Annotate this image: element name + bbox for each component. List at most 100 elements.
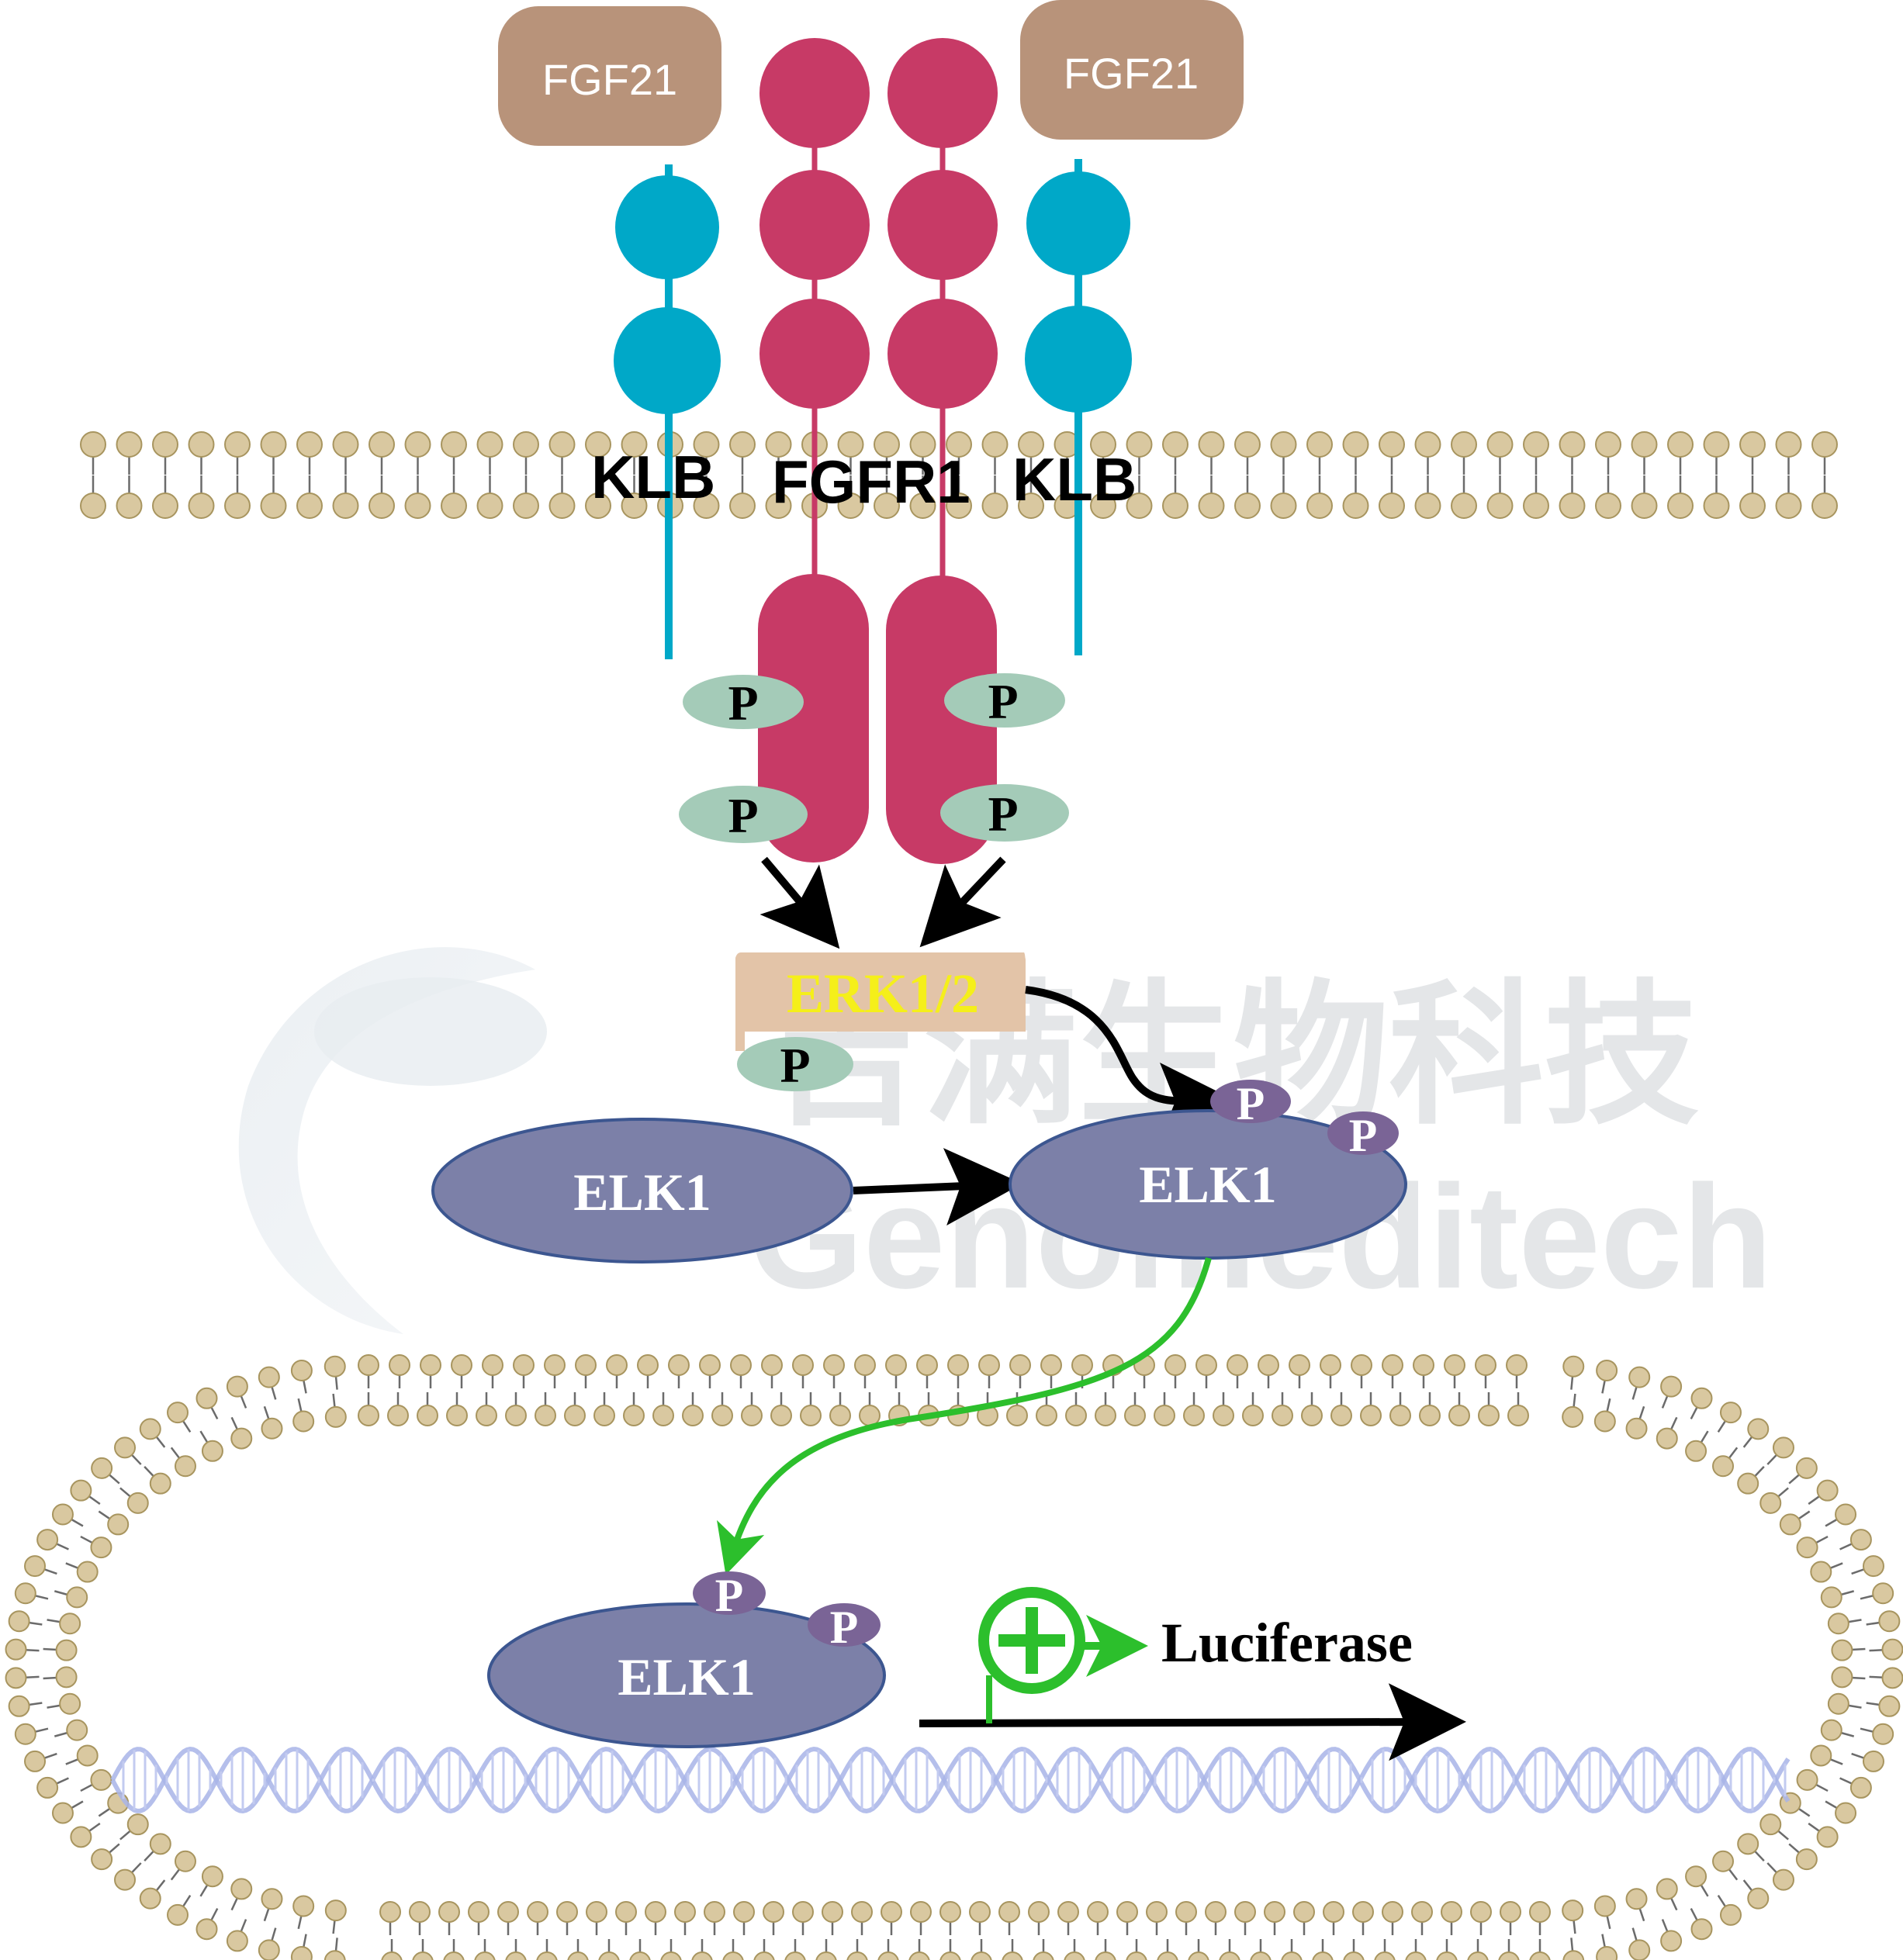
lipid-head — [1040, 1354, 1062, 1376]
lipid-head — [544, 1354, 566, 1376]
erk-phospho-label: P — [780, 1038, 810, 1093]
lipid-head — [379, 1901, 401, 1923]
lipid-head — [1071, 1354, 1093, 1376]
lipid-head — [324, 1355, 346, 1378]
phospho-label: P — [830, 1602, 859, 1653]
lipid-head — [909, 431, 936, 458]
lipid-head — [606, 1354, 628, 1376]
lipid-head — [1596, 1946, 1618, 1960]
luciferase-reporter: Luciferase — [919, 1587, 1466, 1761]
lipid-head — [114, 1436, 137, 1459]
lipid-head — [188, 431, 215, 458]
fgfr1-label: FGFR1 — [772, 448, 971, 516]
plasma-membrane — [80, 431, 1838, 519]
lipid-head — [1811, 431, 1838, 458]
lipid-head — [230, 1427, 253, 1450]
lipid-head — [324, 1405, 347, 1428]
lipid-head — [1775, 493, 1802, 519]
lipid-head — [1342, 493, 1369, 519]
lipid-head — [260, 431, 287, 458]
lipid-head — [763, 1901, 784, 1923]
lipid-head — [55, 1639, 78, 1661]
lipid-head — [660, 1951, 682, 1960]
lipid-head — [1411, 1901, 1433, 1923]
lipid-head — [909, 493, 936, 519]
lipid-head — [729, 493, 756, 519]
lipid-head — [586, 1901, 607, 1923]
lipid-head — [476, 1405, 497, 1426]
lipid-head — [1213, 1405, 1234, 1426]
lipid-head — [224, 493, 251, 519]
lipid-head — [1690, 1918, 1713, 1941]
arrow-fgfr1-to-erk-right — [919, 856, 1006, 948]
lipid-head — [1811, 493, 1838, 519]
lipid-head — [1827, 1692, 1849, 1715]
lipid-head — [482, 1354, 503, 1376]
lipid-head — [174, 1455, 196, 1478]
lipid-head — [149, 1472, 171, 1495]
lipid-head — [1064, 1951, 1085, 1960]
lipid-head — [1198, 431, 1225, 458]
lipid-head — [1835, 1802, 1857, 1824]
dna-strand-b — [110, 1746, 1791, 1814]
lipid-head — [1448, 1405, 1470, 1426]
lipid-head — [36, 1529, 59, 1551]
lipid-head — [76, 1561, 99, 1583]
lipid-head — [24, 1555, 47, 1578]
svg-text:P: P — [728, 788, 758, 843]
lipid-head — [1157, 1951, 1178, 1960]
lipid-head — [527, 1901, 548, 1923]
lipid-head — [296, 431, 323, 458]
lipid-head — [1036, 1405, 1057, 1426]
elk1-nuclear: ELK1 P P — [487, 1570, 886, 1748]
lipid-head — [513, 1354, 535, 1376]
lipid-head — [1289, 1354, 1310, 1376]
lipid-head — [784, 1951, 806, 1960]
arrow-elk1-activation — [853, 1148, 1022, 1226]
lipid-head — [167, 1402, 189, 1424]
lipid-head — [441, 493, 467, 519]
lipid-head — [1451, 493, 1477, 519]
lipid-head — [230, 1878, 253, 1900]
lipid-head — [126, 1492, 149, 1514]
elk1-activated-label: ELK1 — [1139, 1155, 1277, 1214]
lipid-head — [1719, 1903, 1742, 1926]
lipid-head — [765, 493, 792, 519]
lipid-head — [90, 1768, 112, 1791]
lipid-head — [1772, 1868, 1794, 1891]
dna-helix — [110, 1746, 1791, 1814]
lipid-head — [420, 1354, 441, 1376]
lipid-head — [1562, 1900, 1584, 1922]
lipid-head — [637, 1354, 659, 1376]
lipid-head — [854, 1354, 876, 1376]
lipid-head — [1498, 1951, 1520, 1960]
luciferase-label: Luciferase — [1161, 1612, 1413, 1674]
lipid-head — [332, 431, 359, 458]
lipid-head — [829, 1405, 851, 1426]
fgf21-left-label: FGF21 — [542, 55, 677, 104]
lipid-head — [881, 1901, 902, 1923]
lipid-head — [358, 1354, 379, 1376]
lipid-head — [66, 1586, 88, 1609]
lipid-head — [152, 431, 178, 458]
lipid-head — [1562, 1405, 1584, 1428]
lipid-head — [1057, 1901, 1079, 1923]
lipid-head — [36, 1776, 59, 1799]
lipid-head — [1451, 431, 1477, 458]
lipid-head — [548, 493, 576, 519]
lipid-head — [851, 1901, 873, 1923]
lipid-head — [1270, 431, 1297, 458]
lipid-head — [947, 1354, 969, 1376]
lipid-head — [1126, 1951, 1147, 1960]
lipid-head — [1529, 1901, 1551, 1923]
lipid-head — [1154, 1405, 1175, 1426]
lipid-head — [535, 1405, 556, 1426]
lipid-head — [1795, 1848, 1818, 1871]
lipid-head — [645, 1901, 666, 1923]
lipid-head — [1272, 1405, 1293, 1426]
lipid-head — [1759, 1813, 1782, 1836]
lipid-head — [1478, 1405, 1500, 1426]
lipid-head — [1162, 431, 1189, 458]
lipid-head — [358, 1405, 379, 1426]
lipid-head — [621, 493, 648, 519]
